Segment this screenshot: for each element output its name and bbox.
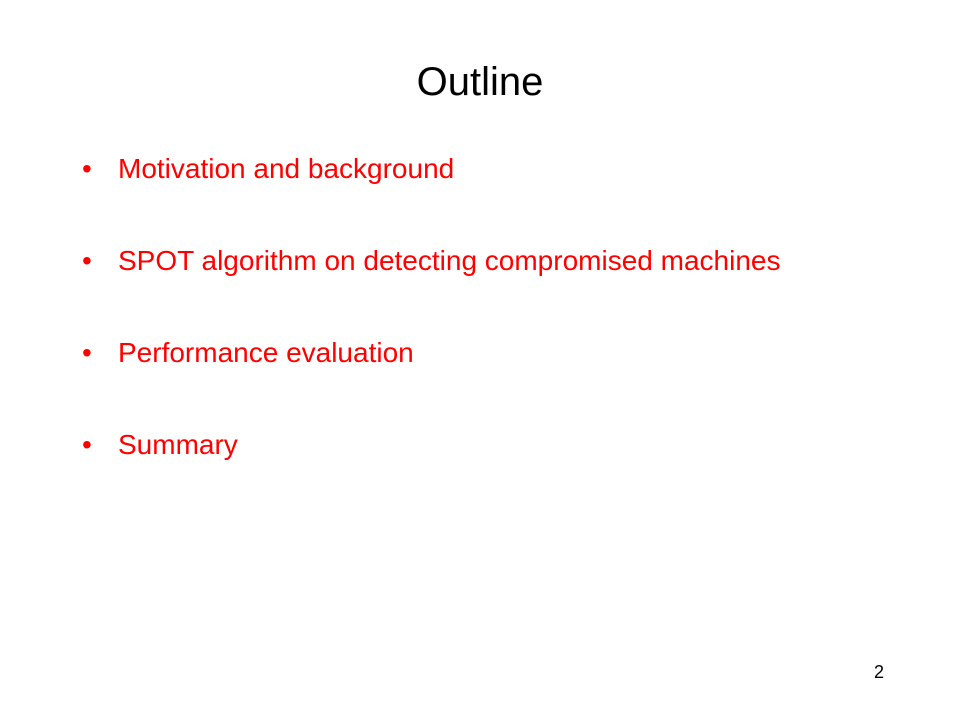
outline-list: • Motivation and background • SPOT algor… xyxy=(82,146,922,514)
page-number: 2 xyxy=(873,662,884,682)
outline-item-label: Performance evaluation xyxy=(118,337,414,368)
outline-item-label: Motivation and background xyxy=(118,153,455,184)
outline-item-spot-algorithm: • SPOT algorithm on detecting compromise… xyxy=(82,238,922,330)
bullet-icon: • xyxy=(82,429,92,460)
bullet-icon: • xyxy=(82,153,92,184)
bullet-icon: • xyxy=(82,337,92,368)
outline-item-motivation: • Motivation and background xyxy=(82,146,922,238)
bullet-icon: • xyxy=(82,245,92,276)
outline-item-summary: • Summary xyxy=(82,422,922,514)
outline-item-performance: • Performance evaluation xyxy=(82,330,922,422)
outline-item-label: SPOT algorithm on detecting compromised … xyxy=(118,245,781,276)
slide-title: Outline xyxy=(416,60,544,104)
outline-item-label: Summary xyxy=(118,429,238,460)
